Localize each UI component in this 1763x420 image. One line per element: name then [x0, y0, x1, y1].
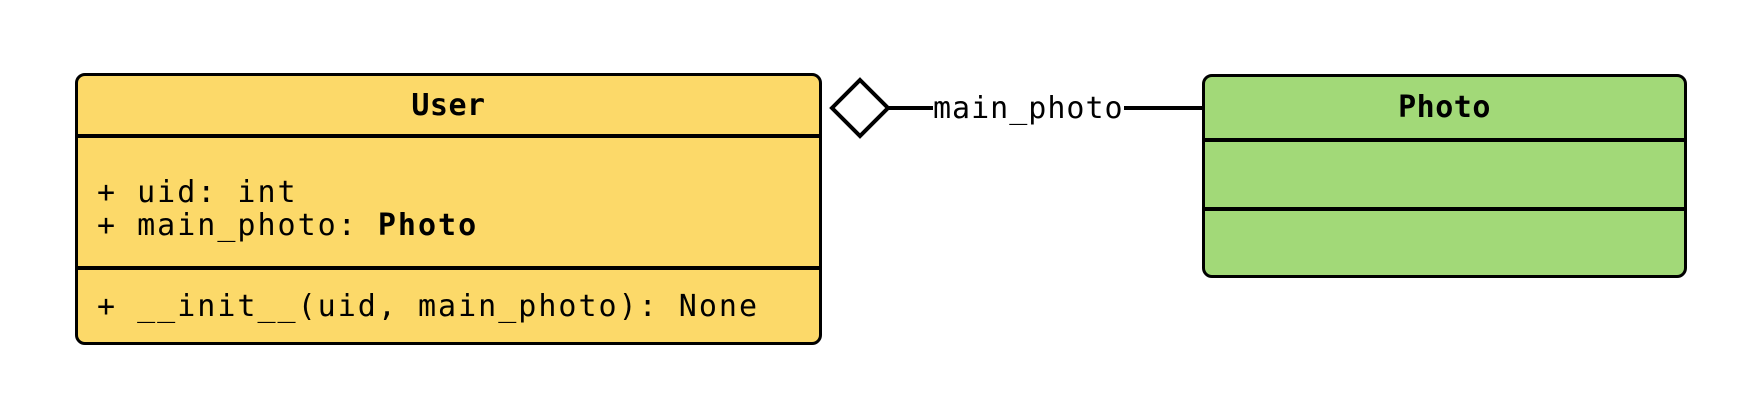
- method-line: + __init__(uid, main_photo): None: [97, 288, 760, 324]
- class-box-user: User + uid: int + main_photo: Photo + __…: [75, 73, 822, 345]
- attribute-line: + uid: int: [97, 176, 819, 209]
- attribute-text: + main_photo:: [97, 208, 378, 243]
- connector-line-left: [889, 106, 933, 110]
- photo-methods-compartment: [1205, 211, 1684, 275]
- aggregation-diamond-icon: [829, 77, 891, 139]
- class-box-photo: Photo: [1202, 74, 1687, 278]
- attribute-text: + uid: int: [97, 175, 298, 210]
- relation-label: main_photo: [933, 90, 1124, 126]
- user-methods-compartment: + __init__(uid, main_photo): None: [78, 270, 819, 342]
- photo-class-title: Photo: [1205, 77, 1684, 142]
- photo-attributes-compartment: [1205, 142, 1684, 211]
- attribute-line: + main_photo: Photo: [97, 209, 819, 242]
- relation-connector: main_photo: [889, 88, 1202, 128]
- connector-line-right: [1123, 106, 1202, 110]
- attribute-type: Photo: [377, 208, 479, 243]
- user-class-title: User: [78, 76, 819, 138]
- user-attributes-compartment: + uid: int + main_photo: Photo: [78, 138, 819, 270]
